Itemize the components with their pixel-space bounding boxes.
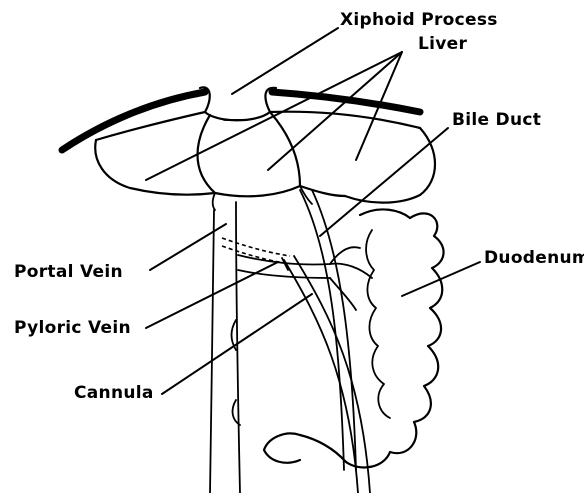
label-xiphoid-process: Xiphoid Process bbox=[340, 12, 498, 29]
bile-duct-shape bbox=[300, 190, 356, 470]
label-cannula: Cannula bbox=[74, 385, 154, 402]
label-portal-vein: Portal Vein bbox=[14, 264, 123, 281]
label-liver: Liver bbox=[418, 36, 467, 53]
label-duodenum: Duodenum bbox=[484, 250, 584, 267]
label-pyloric-vein: Pyloric Vein bbox=[14, 320, 131, 337]
xiphoid-process-shape bbox=[200, 87, 276, 120]
label-bile-duct: Bile Duct bbox=[452, 112, 541, 129]
liver-shape bbox=[95, 112, 435, 210]
leader-lines bbox=[146, 28, 480, 394]
pyloric-vein-cannula-tip bbox=[222, 238, 290, 270]
cannula-shape bbox=[284, 256, 370, 493]
